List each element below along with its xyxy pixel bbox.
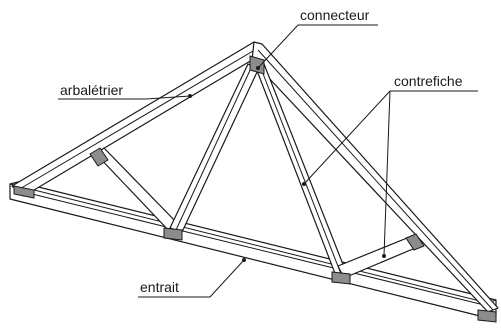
strut-leader-dot-a bbox=[302, 182, 306, 186]
connector-callout: connecteur bbox=[256, 7, 378, 70]
connector-leader-dot bbox=[256, 66, 260, 70]
tie-beam-leader-line bbox=[138, 259, 245, 298]
connector-plate-left-rafter bbox=[89, 147, 109, 167]
connector-label: connecteur bbox=[300, 7, 370, 23]
connector-leader-line bbox=[257, 24, 378, 69]
strut-leader-dot-b bbox=[382, 254, 386, 258]
rafter-leader-line bbox=[58, 95, 191, 100]
rafter-callout: arbalétrier bbox=[58, 82, 192, 100]
strut-leader-line-b bbox=[383, 90, 391, 257]
connector-plate-right-rafter bbox=[405, 233, 425, 251]
strut-label: contrefiche bbox=[394, 73, 463, 89]
connector-plate-tie-left bbox=[163, 227, 183, 241]
tie-beam-callout: entrait bbox=[138, 258, 246, 298]
connector-plate-apex bbox=[249, 55, 265, 75]
strut-callout: contrefiche bbox=[302, 73, 478, 258]
rafter-label: arbalétrier bbox=[60, 82, 123, 98]
connector-plate-tie-center bbox=[331, 271, 351, 285]
tie-beam-leader-dot bbox=[242, 258, 246, 262]
connector-plate-left-heel bbox=[13, 185, 35, 199]
connector-plate-right-heel bbox=[477, 309, 497, 323]
tie-beam-label: entrait bbox=[140, 279, 179, 295]
tie-beam bbox=[9, 181, 497, 319]
rafter-leader-dot bbox=[188, 94, 192, 98]
